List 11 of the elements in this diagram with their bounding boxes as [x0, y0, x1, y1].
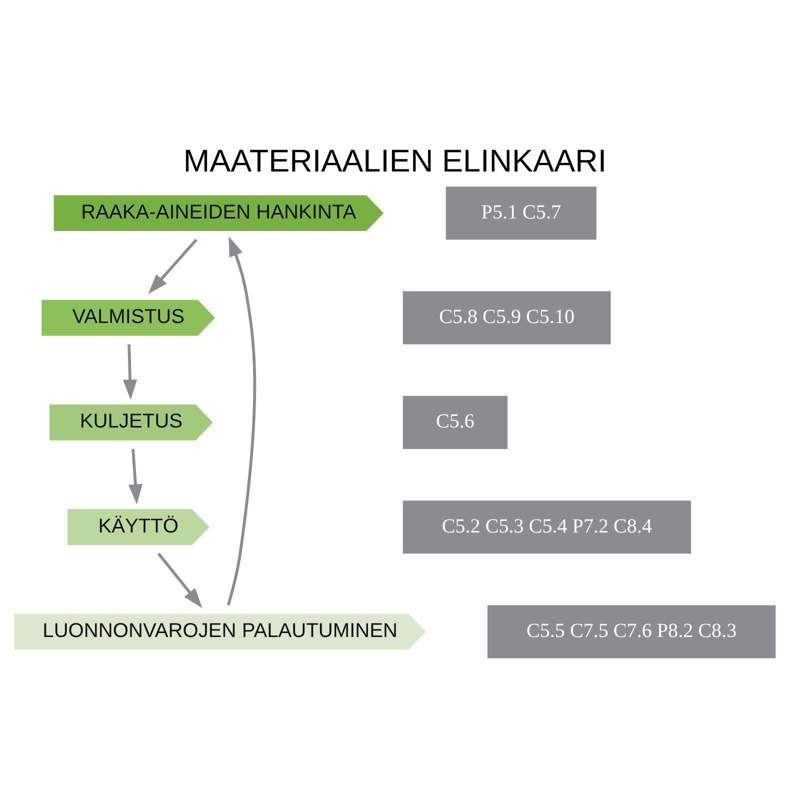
node-box: C5.6	[402, 395, 508, 448]
arrow	[157, 552, 202, 608]
diagram-title: MAATERIAALIEN ELINKAARI	[183, 142, 607, 178]
arrow	[226, 236, 256, 605]
node-box: C5.8 C5.9 C5.10	[402, 290, 611, 344]
arrow	[148, 238, 198, 294]
node-box: P5.1 C5.7	[446, 186, 596, 240]
node-box: C5.5 C7.5 C7.6 P8.2 C8.3	[487, 604, 776, 658]
arrow	[123, 344, 138, 400]
arrow	[128, 448, 142, 504]
node-box: C5.2 C5.3 C5.4 P7.2 C8.4	[402, 500, 692, 554]
